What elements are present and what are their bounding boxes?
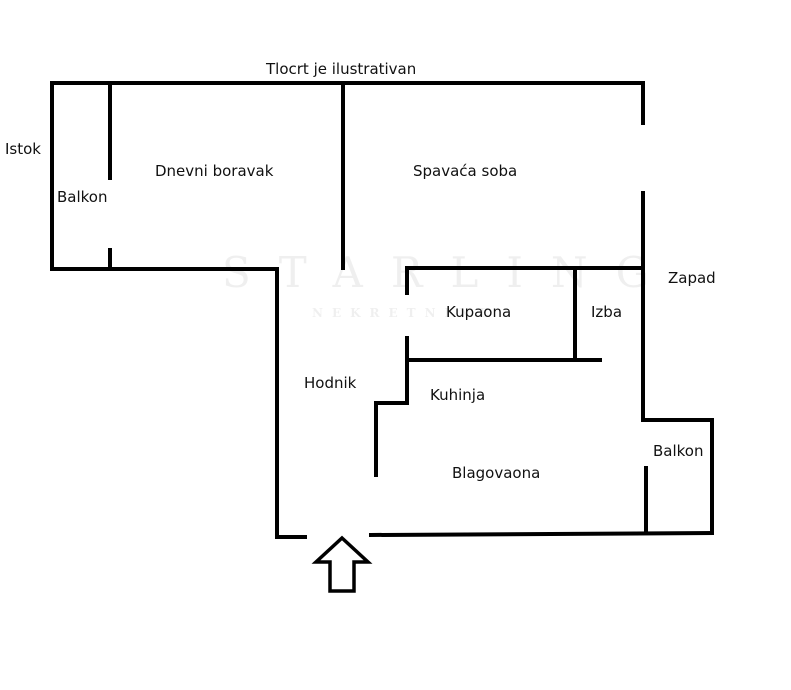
room-balkon-east: Balkon	[57, 188, 108, 206]
label-east: Istok	[5, 140, 41, 158]
room-izba: Izba	[591, 303, 623, 321]
room-balkon-west: Balkon	[653, 442, 704, 460]
room-kupaona: Kupaona	[446, 303, 512, 321]
wall-balcony-west	[641, 418, 714, 535]
room-dnevni-boravak: Dnevni boravak	[155, 162, 274, 180]
watermark-sub: NEKRETNINE	[312, 306, 498, 320]
room-blagovaona: Blagovaona	[452, 464, 541, 482]
plan-title: Tlocrt je ilustrativan	[266, 60, 417, 78]
watermark-brand: STARLING	[222, 248, 678, 297]
wall-bottom	[368, 530, 715, 538]
label-west: Zapad	[668, 269, 716, 287]
room-hodnik: Hodnik	[304, 374, 357, 392]
room-kuhinja: Kuhinja	[430, 386, 486, 404]
wall-kitchen	[374, 401, 409, 477]
entrance-arrow-icon	[311, 535, 373, 593]
room-spavaca-soba: Spavaća soba	[413, 162, 518, 180]
